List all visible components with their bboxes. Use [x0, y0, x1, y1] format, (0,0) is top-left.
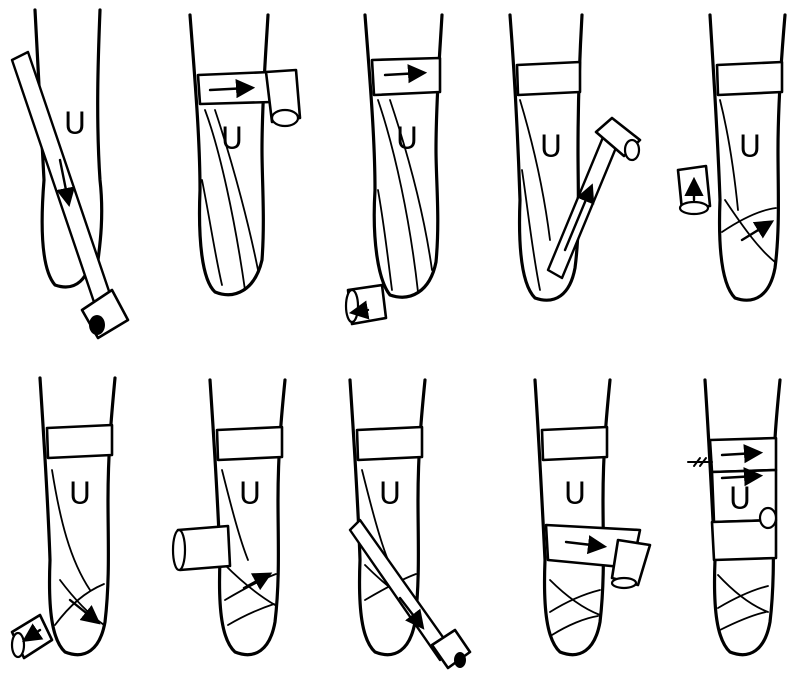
u-marker: U	[69, 477, 91, 512]
panel-10: U	[688, 380, 780, 655]
u-marker: U	[239, 477, 261, 512]
u-marker: U	[396, 122, 418, 157]
u-marker: U	[221, 122, 243, 157]
panel-2: U	[190, 15, 300, 295]
u-marker: U	[739, 130, 761, 165]
panel-6: U	[12, 378, 115, 658]
u-marker: U	[64, 107, 86, 142]
panel-4: U	[510, 15, 640, 300]
u-marker: U	[379, 477, 401, 512]
panel-5: U	[678, 15, 785, 300]
panel-9: U	[535, 380, 650, 655]
panel-7: U	[173, 380, 285, 655]
u-marker: U	[564, 477, 586, 512]
u-marker: U	[729, 482, 751, 517]
panel-1: U	[12, 10, 128, 338]
panel-8: U	[350, 380, 470, 668]
u-marker: U	[540, 130, 562, 165]
panel-3: U	[346, 15, 442, 324]
